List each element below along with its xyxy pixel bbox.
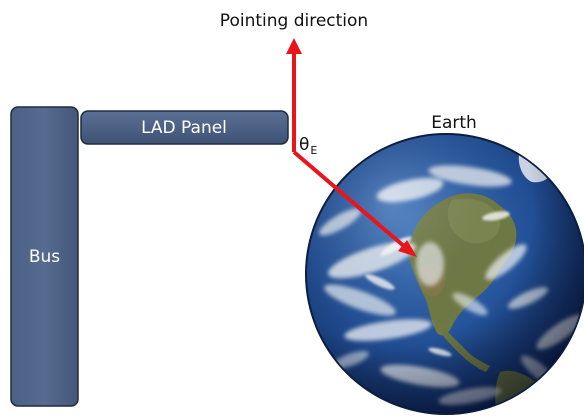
earth-globe [305,133,584,415]
pointing-direction-label: Pointing direction [220,11,368,31]
pointing-direction-arrow [286,38,302,152]
bus-label: Bus [29,247,60,267]
lad-panel [80,110,289,145]
theta-e-label: θE [299,135,317,157]
earth-direction-arrow [292,150,417,257]
bus-block [10,106,79,407]
theta-symbol: θ [299,135,309,155]
theta-subscript: E [310,144,317,157]
earth-label: Earth [431,113,477,133]
lad-panel-label: LAD Panel [141,118,227,138]
